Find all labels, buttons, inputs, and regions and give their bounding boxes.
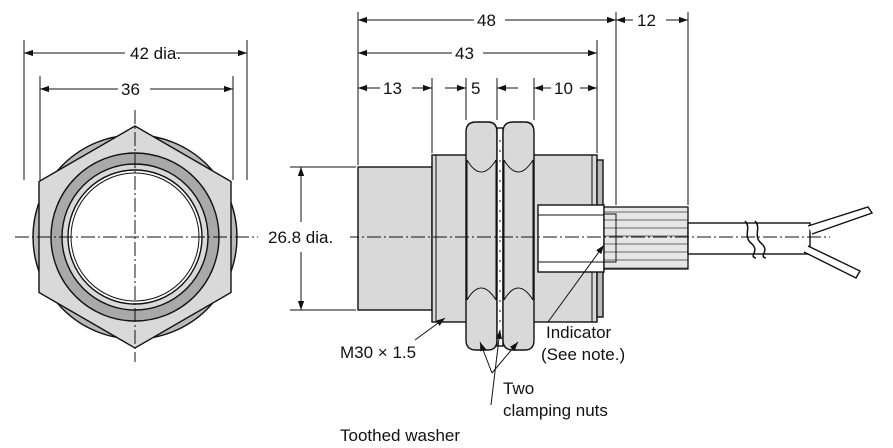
inner-diameter-label: 36 [121,80,140,99]
nut-leader-left [479,341,493,374]
indicator-label: Indicator [546,323,612,342]
dim-5-label: 5 [471,79,480,98]
outer-diameter-label: 42 dia. [130,44,181,63]
dim-10-label: 10 [554,79,573,98]
thread-label: M30 × 1.5 [340,343,416,362]
cable [687,222,811,255]
clamping-nut-right [502,121,535,351]
front-view: 42 dia. 36 [15,40,258,362]
dim-48-label: 48 [477,11,496,30]
cable-wires [803,206,874,279]
two-label: Two [503,379,534,398]
nut-leader-right [491,341,519,374]
dim-26-8-label: 26.8 dia. [268,228,333,247]
see-note-label: (See note.) [541,345,625,364]
clamping-nuts-label: clamping nuts [503,401,608,420]
dim-13-label: 13 [383,79,402,98]
washer-leader [490,329,503,406]
clamping-nut-left [465,121,498,351]
sensing-head [357,166,433,311]
dim-43-label: 43 [455,44,474,63]
callouts: M30 × 1.5 Indicator (See note.) Two clam… [340,323,625,445]
strain-relief [603,206,689,270]
toothed-washer-label: Toothed washer [340,426,460,445]
indicator-housing [537,204,605,273]
thread-leader [414,317,446,341]
side-view: 48 12 43 13 5 10 26.8 dia. [266,11,874,406]
indicator-leader [547,244,605,323]
dim-12-label: 12 [637,11,656,30]
